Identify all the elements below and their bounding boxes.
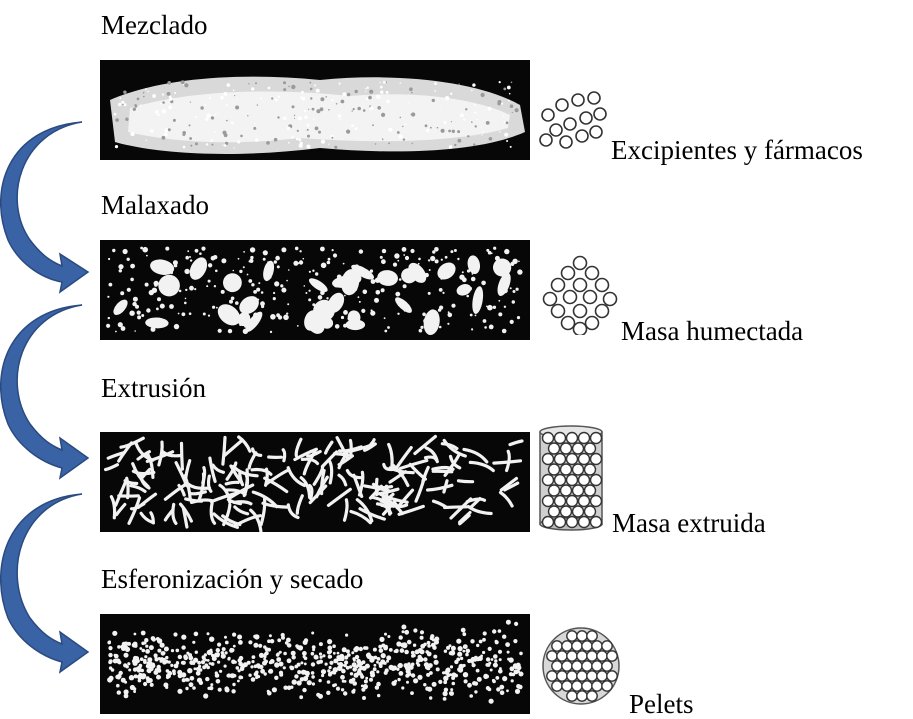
step-title-mezclado: Mezclado (101, 10, 207, 40)
label-masa-humectada: Masa humectada (621, 316, 803, 346)
label-excipientes: Excipientes y fármacos (611, 135, 863, 165)
loose-particles-icon (538, 90, 608, 160)
label-pelets: Pelets (629, 689, 694, 719)
pellet-sphere-icon (540, 625, 622, 707)
extrudate-cylinder-icon (536, 424, 608, 534)
particle-cluster-icon (540, 255, 620, 335)
label-masa-extruida: Masa extruida (612, 508, 766, 538)
arrow-extrusion-to-esferonizacion (0, 0, 110, 700)
step-title-extrusion: Extrusión (101, 373, 206, 403)
step-title-esferonizacion: Esferonización y secado (101, 564, 363, 594)
pellets-photo (100, 614, 530, 714)
wet-mass-photo (100, 240, 530, 340)
step-title-malaxado: Malaxado (101, 190, 209, 220)
extrudate-photo (100, 432, 530, 532)
powder-mix-photo (100, 60, 530, 160)
